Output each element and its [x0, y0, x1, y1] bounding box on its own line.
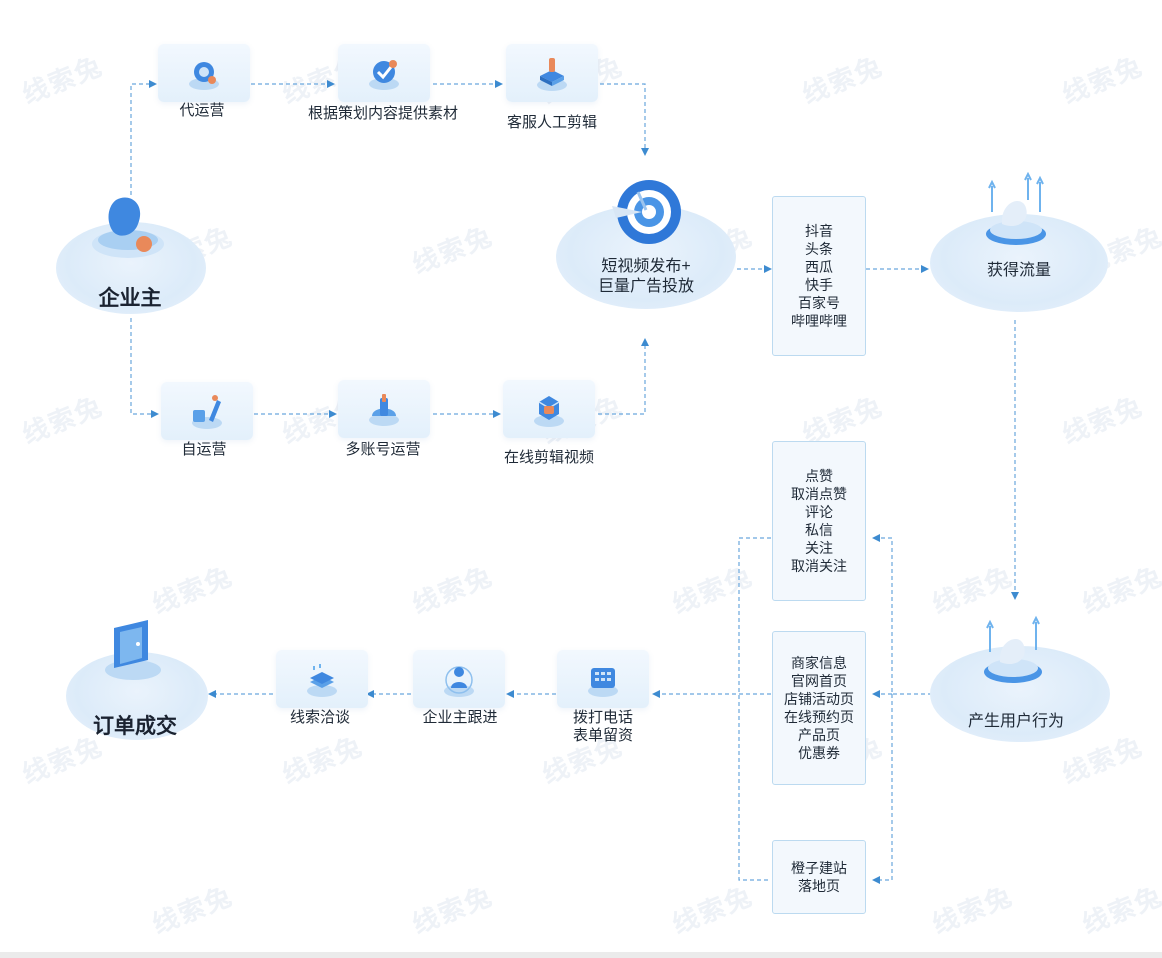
traffic-label: 获得流量 [986, 262, 1052, 279]
landing-item: 落地页 [798, 878, 840, 894]
video-cube-icon [534, 396, 564, 427]
connector-enterprise-bottom [130, 318, 159, 418]
multi-account-icon [369, 394, 399, 426]
bottom-bar [0, 952, 1162, 958]
edit-cube-icon [537, 58, 567, 91]
platform-item: 西瓜 [805, 259, 833, 275]
page-item: 优惠券 [798, 745, 840, 761]
call-label-line2: 表单留资 [572, 727, 634, 744]
step-tile-follow [413, 650, 505, 708]
interaction-item: 取消点赞 [791, 486, 847, 502]
step-label-multi-account: 多账号运营 [345, 441, 421, 458]
platform-item: 抖音 [805, 223, 833, 239]
check-badge-icon [369, 60, 399, 90]
page-item: 产品页 [798, 727, 840, 743]
interaction-item: 私信 [805, 522, 833, 538]
user-behavior-icon [984, 615, 1042, 683]
interaction-item: 评论 [805, 504, 833, 520]
call-label: 拨打电话 表单留资 [573, 709, 633, 745]
step-label-self-operate: 自运营 [181, 441, 227, 458]
follow-label: 企业主跟进 [422, 709, 498, 726]
enterprise-icon [92, 197, 164, 258]
step-tile-materials [338, 44, 430, 102]
publish-label-line2: 巨量广告投放 [597, 278, 695, 295]
interaction-item: 取消关注 [791, 558, 847, 574]
step-tile-self-operate [161, 382, 253, 440]
enterprise-label: 企业主 [98, 287, 162, 310]
platform-item: 哔哩哔哩 [791, 313, 847, 329]
connector-top-to-publish [600, 83, 649, 156]
behavior-label: 产生用户行为 [967, 713, 1065, 730]
platforms-box: 抖音 头条 西瓜 快手 百家号 哔哩哔哩 [772, 196, 866, 356]
document-stack-icon [307, 664, 337, 697]
step-tile-multi-account [338, 380, 430, 438]
agency-icon [189, 62, 219, 90]
platform-item: 百家号 [798, 295, 840, 311]
connector-behavior-interactions [872, 534, 932, 695]
interactions-box: 点赞 取消点赞 评论 私信 关注 取消关注 [772, 441, 866, 601]
step-tile-call [557, 650, 649, 708]
phone-icon [588, 668, 618, 697]
platform-item: 快手 [805, 277, 833, 293]
connector-enterprise-top [130, 80, 157, 195]
step-tile-online-edit [503, 380, 595, 438]
platform-item: 头条 [805, 241, 833, 257]
publish-label-line1: 短视频发布+ [601, 258, 691, 275]
step-label-agency: 代运营 [179, 102, 225, 119]
negotiate-label: 线索洽谈 [289, 709, 351, 726]
interaction-item: 关注 [805, 540, 833, 556]
page-item: 店铺活动页 [784, 691, 854, 707]
step-tile-agency [158, 44, 250, 102]
traffic-growth-icon [986, 172, 1046, 245]
page-item: 在线预约页 [784, 709, 854, 725]
order-door-icon [105, 620, 161, 680]
pages-box: 商家信息 官网首页 店铺活动页 在线预约页 产品页 优惠券 [772, 631, 866, 785]
interaction-item: 点赞 [805, 468, 833, 484]
step-label-manual-edit: 客服人工剪辑 [506, 114, 598, 131]
landing-item: 橙子建站 [791, 860, 847, 876]
step-label-materials: 根据策划内容提供素材 [307, 105, 459, 122]
step-label-online-edit: 在线剪辑视频 [503, 449, 595, 466]
connector-bottom-to-publish [598, 338, 649, 415]
pencil-icon [192, 395, 222, 429]
call-label-line1: 拨打电话 [572, 709, 634, 726]
order-label: 订单成交 [93, 715, 177, 738]
person-icon [444, 666, 474, 697]
step-tile-negotiate [276, 650, 368, 708]
page-item: 商家信息 [791, 655, 847, 671]
page-item: 官网首页 [791, 673, 847, 689]
target-icon [612, 180, 681, 244]
connector-behavior-landing [872, 694, 893, 884]
landing-box: 橙子建站 落地页 [772, 840, 866, 914]
publish-label: 短视频发布+ 巨量广告投放 [598, 257, 694, 297]
connector-boxes-merge [738, 537, 771, 881]
step-tile-manual-edit [506, 44, 598, 102]
